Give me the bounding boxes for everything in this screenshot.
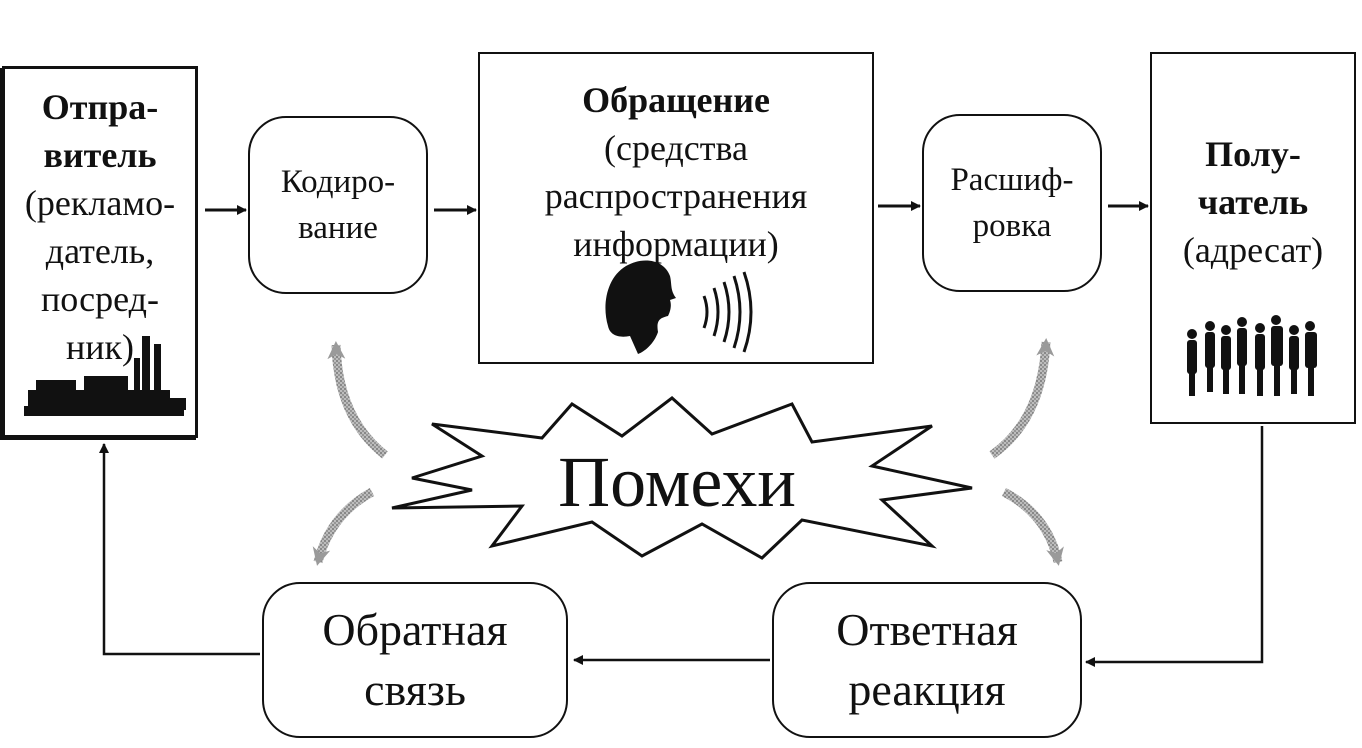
sender-desc-line-1: (рекламо- xyxy=(24,183,176,223)
message-line-1: (средства xyxy=(604,128,748,168)
sender-title-line-2: витель xyxy=(43,135,157,175)
noise-arrow-to-decoding xyxy=(989,338,1055,459)
sender-title-line-1: Отпра- xyxy=(41,87,159,127)
factory-icon xyxy=(24,336,186,416)
sender-desc-line-4: ник) xyxy=(65,327,134,367)
feedback-box: Обратная связь xyxy=(262,582,568,738)
noise-arrow-to-feedback xyxy=(312,488,375,566)
feedback-line-2: связь xyxy=(364,664,466,715)
arrow-feedback-to-sender xyxy=(99,443,260,656)
encoding-line-2: вание xyxy=(298,210,378,246)
noise-label: Помехи xyxy=(558,442,796,522)
decoding-line-1: Расшиф- xyxy=(950,162,1074,198)
message-box: Обращение (средства распространения инфо… xyxy=(478,52,874,364)
noise-starburst xyxy=(391,396,973,560)
response-line-1: Ответная xyxy=(836,604,1018,655)
speaking-head-icon xyxy=(605,260,753,354)
response-box: Ответная реакция xyxy=(772,582,1082,738)
encoding-box: Кодиро- вание xyxy=(248,116,428,294)
noise-arrow-to-encoding xyxy=(327,341,388,459)
receiver-title-line-2: чатель xyxy=(1197,182,1309,222)
decoding-box: Расшиф- ровка xyxy=(922,114,1102,292)
noise-arrow-to-response xyxy=(1001,488,1064,566)
sender-desc-line-2: датель, xyxy=(45,231,155,271)
feedback-line-1: Обратная xyxy=(322,604,508,655)
crowd-icon xyxy=(1187,315,1317,396)
sender-box: Отпра- витель (рекламо- датель, посред- … xyxy=(2,66,198,438)
message-line-2: распространения xyxy=(544,176,808,216)
encoding-line-1: Кодиро- xyxy=(280,164,396,200)
receiver-title-line-1: Полу- xyxy=(1205,134,1301,174)
message-title: Обращение xyxy=(582,80,770,120)
arrow-receiver-to-response xyxy=(1085,426,1264,667)
decoding-line-2: ровка xyxy=(972,208,1052,244)
receiver-box: Полу- чатель (адресат) xyxy=(1150,52,1356,424)
message-line-3: информации) xyxy=(573,224,779,264)
receiver-desc-line-1: (адресат) xyxy=(1182,230,1324,270)
sender-desc-line-3: посред- xyxy=(41,279,159,319)
response-line-2: реакция xyxy=(848,664,1006,715)
sound-waves-icon xyxy=(702,271,753,353)
